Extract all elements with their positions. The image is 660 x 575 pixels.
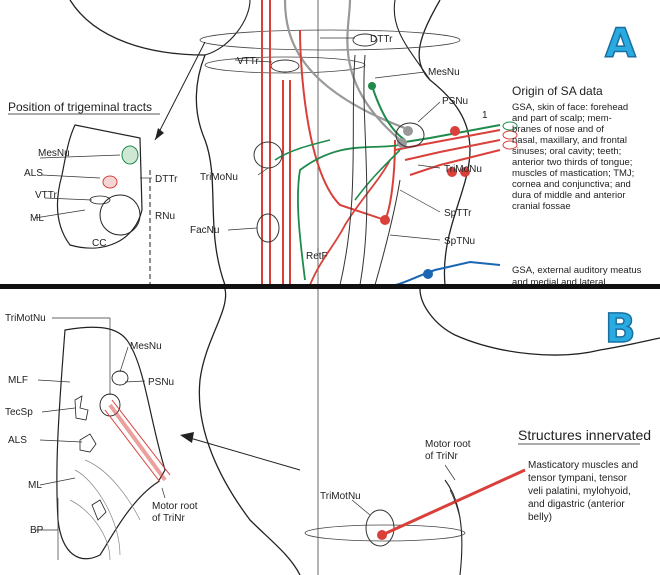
b-label-bp: BP bbox=[30, 525, 44, 536]
mesnu-green-tract bbox=[371, 85, 406, 141]
svg-text:branes of nose and of: branes of nose and of bbox=[512, 124, 604, 135]
svg-text:cornea and conjunctiva; and: cornea and conjunctiva; and bbox=[512, 179, 631, 190]
label-trimonu-right: TriMoNu bbox=[444, 164, 482, 175]
mesnu-marker bbox=[368, 82, 376, 90]
svg-text:sinuses; oral cavity; teeth;: sinuses; oral cavity; teeth; bbox=[512, 146, 621, 157]
label-sptnu: SpTNu bbox=[444, 236, 475, 247]
structures-title: Structures innervated bbox=[518, 427, 651, 443]
svg-text:and digastric (anterior: and digastric (anterior bbox=[528, 499, 625, 510]
b-label-mesnu: MesNu bbox=[130, 341, 162, 352]
svg-text:anterior two thirds of tongue;: anterior two thirds of tongue; bbox=[512, 157, 632, 168]
b-label-mlf: MLF bbox=[8, 375, 28, 386]
b-label-trimotnu: TriMotNu bbox=[5, 313, 46, 324]
label-spttr: SpTTr bbox=[444, 208, 472, 219]
label-one: 1 bbox=[482, 110, 488, 121]
brainstem-outline-left bbox=[69, 0, 226, 286]
svg-text:nasal, maxillary, and frontal: nasal, maxillary, and frontal bbox=[512, 135, 627, 146]
gsa-blue-tract bbox=[394, 260, 501, 286]
trimonu-left-oval bbox=[253, 141, 283, 169]
inset-label-dttr: DTTr bbox=[155, 174, 178, 185]
svg-text:Masticatory muscles and: Masticatory muscles and bbox=[528, 460, 638, 471]
inset-label-cc: CC bbox=[92, 238, 106, 249]
b-motor-root-right-1: of TriNr bbox=[425, 451, 458, 462]
b-label-ml: ML bbox=[28, 480, 42, 491]
inset-label-vttr: VTTr bbox=[35, 190, 58, 201]
psnu-oval bbox=[395, 122, 425, 148]
inset-label-als: ALS bbox=[24, 168, 43, 179]
b-motor-root-left-1: of TriNr bbox=[152, 513, 185, 524]
b-motor-root-right-0: Motor root bbox=[425, 439, 471, 450]
b-motor-root-left-0: Motor root bbox=[152, 501, 198, 512]
panel-a: A Position of trigeminal tracts MesNu AL… bbox=[8, 0, 642, 290]
panel-b-letter: B bbox=[605, 306, 636, 352]
label-dttr: DTTr bbox=[370, 34, 393, 45]
pons-section bbox=[56, 326, 166, 560]
label-trimonu-left: TriMoNu bbox=[200, 172, 238, 183]
svg-text:belly): belly) bbox=[528, 512, 552, 523]
b-label-psnu: PSNu bbox=[148, 377, 174, 388]
motor-root-red-fiber bbox=[381, 468, 526, 537]
svg-text:veli palatini, mylohyoid,: veli palatini, mylohyoid, bbox=[528, 486, 631, 497]
svg-text:cranial fossae: cranial fossae bbox=[512, 201, 571, 212]
facnu-oval bbox=[256, 213, 280, 243]
brainstem-outline-right bbox=[418, 0, 471, 286]
label-psnu: PSNu bbox=[442, 96, 468, 107]
gsa-line-0: GSA, external auditory meatus bbox=[512, 265, 642, 276]
inset-label-mesnu: MesNu bbox=[38, 148, 70, 159]
svg-text:tensor tympani, tensor: tensor tympani, tensor bbox=[528, 473, 628, 484]
svg-text:GSA, skin of face: forehead: GSA, skin of face: forehead bbox=[512, 102, 628, 113]
gsa-line-1: and medial and lateral bbox=[512, 277, 605, 288]
inset-rnu-circle bbox=[99, 194, 141, 236]
svg-text:dura of middle and anterior: dura of middle and anterior bbox=[512, 190, 626, 201]
label-mesnu: MesNu bbox=[428, 67, 460, 78]
panel-a-letter: A bbox=[605, 21, 636, 67]
b-label-tecsp: TecSp bbox=[5, 407, 33, 418]
inset-label-ml: ML bbox=[30, 213, 44, 224]
panel-b-pointer-arrow bbox=[189, 437, 301, 471]
panel-b: B TriMotNu MesNu MLF PSNu TecSp ALS ML B… bbox=[5, 288, 660, 575]
inset-label-rnu: RNu bbox=[155, 211, 175, 222]
svg-text:muscles of mastication; TMJ;: muscles of mastication; TMJ; bbox=[512, 168, 634, 179]
svg-text:and part of scalp; mem-: and part of scalp; mem- bbox=[512, 113, 612, 124]
panel-divider bbox=[0, 284, 660, 289]
label-vttr: VTTr bbox=[237, 56, 260, 67]
inset-section bbox=[56, 124, 143, 249]
label-retf: RetF bbox=[306, 251, 328, 262]
label-facnu: FacNu bbox=[190, 225, 219, 236]
inset-title: Position of trigeminal tracts bbox=[8, 100, 152, 114]
b-label-trimotnu-right: TriMotNu bbox=[320, 491, 361, 502]
origin-lines: GSA, skin of face: forehead and part of … bbox=[512, 102, 634, 212]
origin-title: Origin of SA data bbox=[512, 84, 603, 98]
inset-pointer-arrow bbox=[154, 41, 206, 141]
b-label-als: ALS bbox=[8, 435, 27, 446]
structures-lines: Masticatory muscles and tensor tympani, … bbox=[528, 460, 638, 523]
